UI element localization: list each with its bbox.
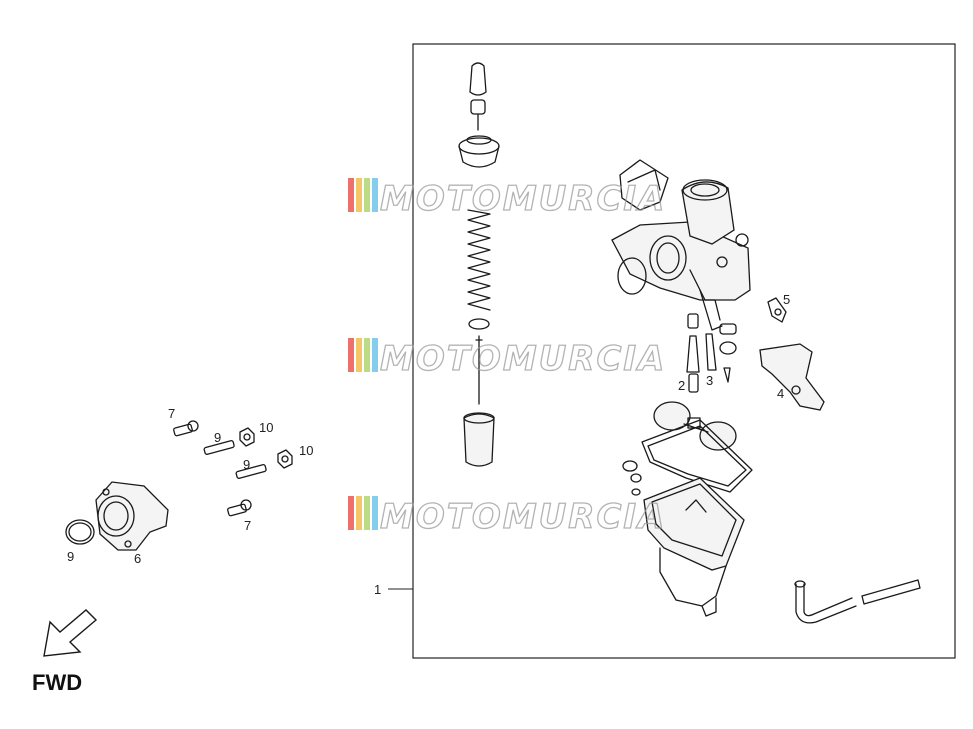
drain-screw xyxy=(622,460,642,496)
callout-7-upper: 7 xyxy=(168,406,175,421)
throttle-cable-adjuster xyxy=(469,62,487,131)
nut-part-10-lower xyxy=(277,449,293,469)
watermark-stripe xyxy=(372,338,378,372)
watermark-stripe xyxy=(364,496,370,530)
watermark-stripe xyxy=(372,178,378,212)
callout-1: 1 xyxy=(374,582,381,597)
overflow-hose xyxy=(794,579,921,624)
watermark-stripe xyxy=(356,338,362,372)
carburetor-top-cap xyxy=(458,135,500,168)
carburetor-assembly-frame xyxy=(412,43,956,659)
callout-8: 9 xyxy=(67,549,74,564)
callout-9-upper: 9 xyxy=(214,430,221,445)
fwd-label: FWD xyxy=(32,670,82,695)
needle-jet-part-2 xyxy=(686,313,700,393)
float-bowl-gasket xyxy=(641,419,753,493)
callout-2: 2 xyxy=(678,378,685,393)
watermark-3: MOTOMURCIA xyxy=(348,496,666,538)
watermark-text: MOTOMURCIA xyxy=(380,179,666,219)
callout-10-upper: 10 xyxy=(259,420,273,435)
watermark-stripe xyxy=(348,178,354,212)
watermark-stripe xyxy=(372,496,378,530)
needle-clip xyxy=(468,318,490,330)
callout-9-lower: 9 xyxy=(243,457,250,472)
watermark-stripe xyxy=(348,496,354,530)
callout-3: 3 xyxy=(706,373,713,388)
watermark-text: MOTOMURCIA xyxy=(380,339,666,379)
jet-needle xyxy=(475,335,483,405)
watermark-2: MOTOMURCIA xyxy=(348,338,666,380)
callout-10-lower: 10 xyxy=(299,443,313,458)
intake-o-ring-part-8 xyxy=(65,519,95,545)
callout-4: 4 xyxy=(777,386,784,401)
watermark-stripe xyxy=(356,178,362,212)
watermark-1: MOTOMURCIA xyxy=(348,178,666,220)
throttle-slide xyxy=(463,412,495,467)
bolt-part-7-lower xyxy=(227,499,252,517)
bolt-part-7-upper xyxy=(173,420,199,437)
stud-part-9-lower xyxy=(235,464,267,479)
intake-manifold-part-6 xyxy=(95,481,169,551)
o-ring-gasket xyxy=(617,257,647,295)
screw-part-5 xyxy=(767,297,787,323)
carburetor-body xyxy=(611,159,751,331)
nut-part-10-upper xyxy=(239,427,255,447)
throttle-spring xyxy=(467,209,491,311)
callout-7-lower: 7 xyxy=(244,518,251,533)
choke-bracket-part-4 xyxy=(759,343,825,411)
forward-direction-arrow-icon xyxy=(43,609,98,657)
main-jet-part-3 xyxy=(705,323,737,383)
watermark-stripe xyxy=(364,178,370,212)
callout-5: 5 xyxy=(783,292,790,307)
watermark-stripe xyxy=(356,496,362,530)
callout-6: 6 xyxy=(134,551,141,566)
float-bowl xyxy=(643,477,745,617)
stud-part-9-upper xyxy=(203,440,235,455)
watermark-stripe xyxy=(348,338,354,372)
watermark-text: MOTOMURCIA xyxy=(380,497,666,537)
watermark-stripe xyxy=(364,338,370,372)
